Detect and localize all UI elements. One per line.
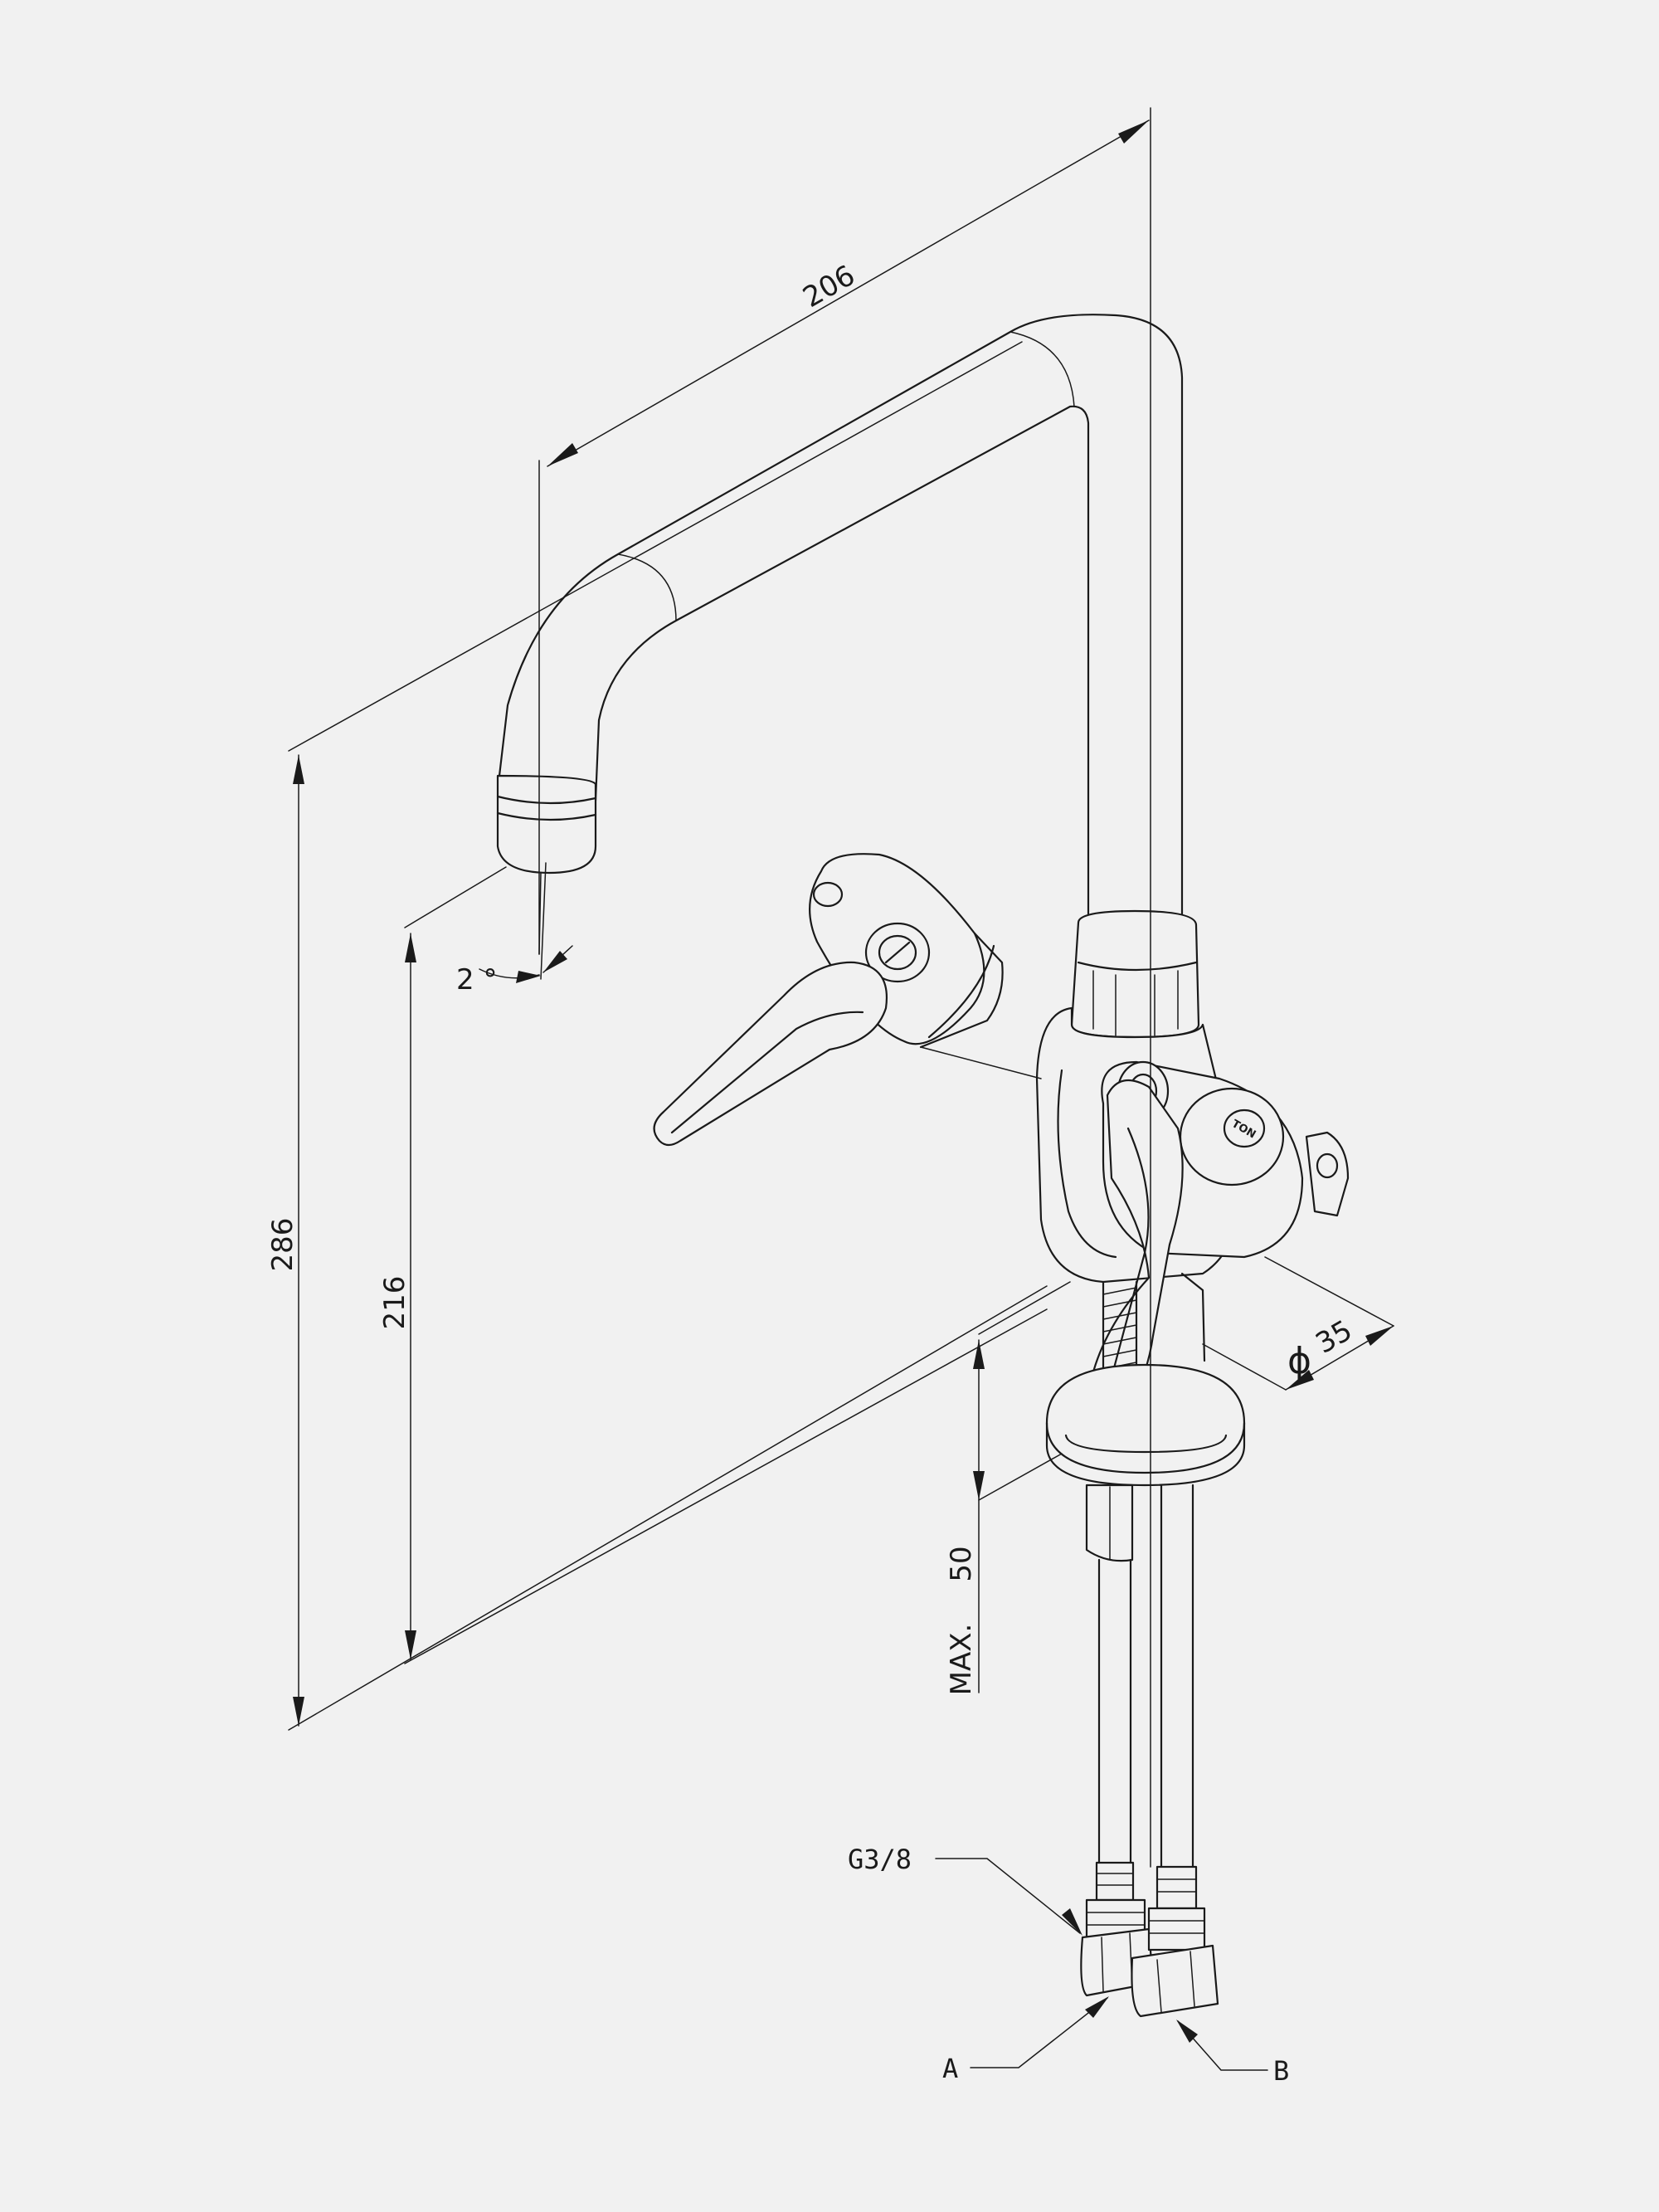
aerator (496, 774, 597, 955)
valve-body-inner (1057, 1069, 1117, 1259)
label-inlet-b: B (1273, 2055, 1289, 2087)
dim-spout-height-label: 216 (378, 1276, 411, 1330)
dim-spout-angle (479, 862, 573, 983)
leader-thread (935, 1858, 1082, 1936)
dim-spout-height (405, 933, 416, 1660)
dim-spout-angle-label: 2 ° (456, 963, 497, 996)
supply-hoses (1097, 1484, 1194, 1869)
right-lever-groove (1110, 1127, 1150, 1379)
dim-body-diameter (1202, 1256, 1394, 1391)
label-thread: G3/8 (848, 1844, 912, 1875)
extension-base-286 (288, 1285, 1048, 1731)
extension-base-216 (404, 1308, 1048, 1664)
connector-a (1080, 1861, 1155, 1997)
connector-b (1131, 1865, 1219, 2018)
body-collar (1070, 909, 1200, 1039)
left-lever-groove (670, 1011, 864, 1134)
label-inlet-a: A (942, 2053, 958, 2084)
dim-max-thickness (973, 1339, 985, 1693)
extension-top-286 (288, 341, 1023, 752)
extension-max-top (978, 1281, 1071, 1335)
dim-reach-label: 206 (797, 259, 860, 314)
spout-lower-edge (594, 405, 1090, 921)
dim-reach (547, 119, 1150, 467)
spout-bend-hint (1010, 331, 1075, 407)
dim-overall-height (293, 754, 304, 1727)
dim-max-value: 50 (945, 1546, 978, 1581)
dim-overall-height-label: 286 (266, 1218, 299, 1272)
extension-max-bottom (978, 1453, 1063, 1501)
spout-elbow-hint (617, 553, 677, 621)
dim-max-label: MAX. (945, 1624, 978, 1696)
faucet-outline: TON (496, 314, 1350, 2018)
leader-a (970, 1996, 1109, 2068)
extension-top-216 (404, 866, 507, 928)
dim-diameter-symbol: ϕ (1287, 1340, 1311, 1382)
dim-diameter-value: 35 (1311, 1314, 1358, 1361)
spout-upper-edge (498, 314, 1184, 935)
mounting-flange (1045, 1363, 1246, 1487)
leader-b (1176, 2020, 1268, 2071)
